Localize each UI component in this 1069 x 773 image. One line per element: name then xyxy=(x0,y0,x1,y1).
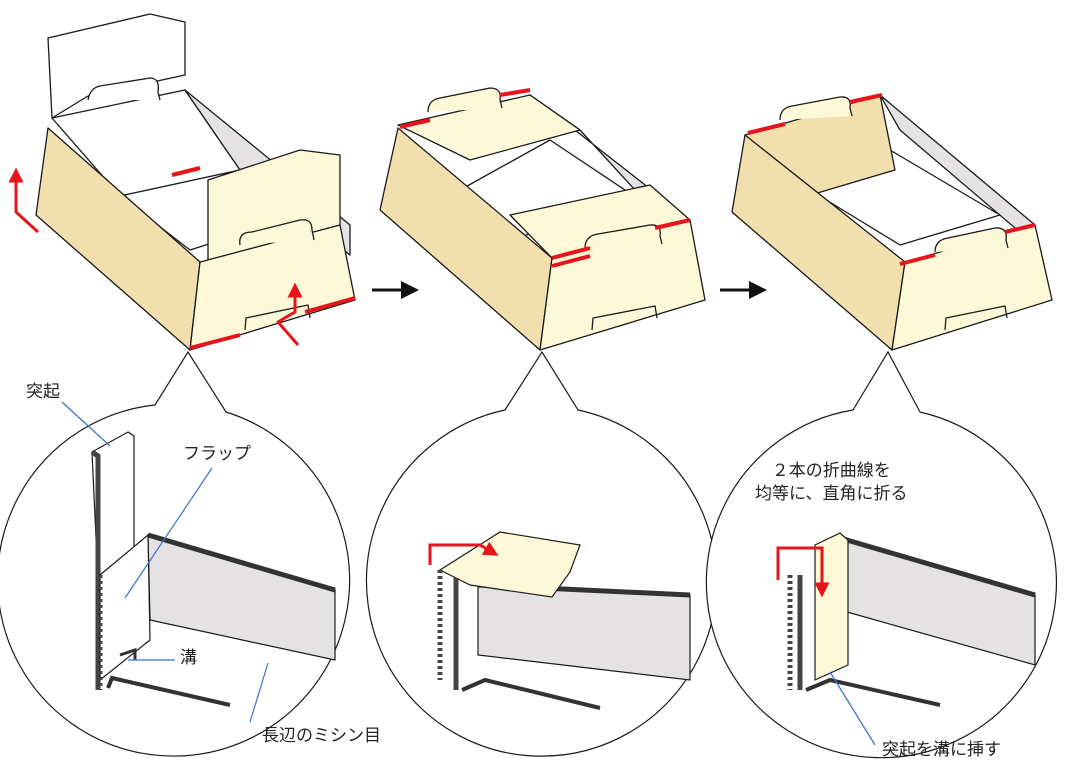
front-tab xyxy=(934,227,1009,253)
detail-callout-1 xyxy=(0,350,351,757)
detail-callout-2 xyxy=(365,350,718,757)
front-slot xyxy=(591,305,658,331)
back-tab xyxy=(779,96,853,121)
step-2 xyxy=(379,87,706,351)
folded-flap-upright xyxy=(814,532,849,681)
fold-instruction-line2: 均等に、直角に折る xyxy=(755,483,908,504)
back-tab xyxy=(87,77,161,101)
insert-instruction-label: 突起を溝に挿す xyxy=(882,740,1001,760)
fold-direction-arrow-icon xyxy=(8,167,40,234)
perforation-label: 長辺のミシン目 xyxy=(262,726,381,746)
fold-direction-arrow-icon xyxy=(428,541,499,565)
front-tab xyxy=(239,219,315,246)
step-3 xyxy=(731,93,1053,351)
step-1 xyxy=(8,13,356,351)
front-slot xyxy=(944,305,1008,331)
flap xyxy=(99,533,151,682)
detail-callout-3 xyxy=(705,350,1057,759)
protrusion-label: 突起 xyxy=(26,382,60,402)
front-tab xyxy=(584,224,663,249)
groove-label: 溝 xyxy=(180,648,197,668)
fold-instruction-line1: ２本の折曲線を xyxy=(771,461,891,481)
back-tab xyxy=(427,87,503,113)
flap-label: フラップ xyxy=(183,444,251,464)
fold-instruction: ２本の折曲線を 均等に、直角に折る xyxy=(755,460,908,506)
folded-flap xyxy=(438,531,581,598)
fold-direction-arrow-icon xyxy=(276,282,303,346)
fold-direction-arrow-icon xyxy=(776,546,830,598)
